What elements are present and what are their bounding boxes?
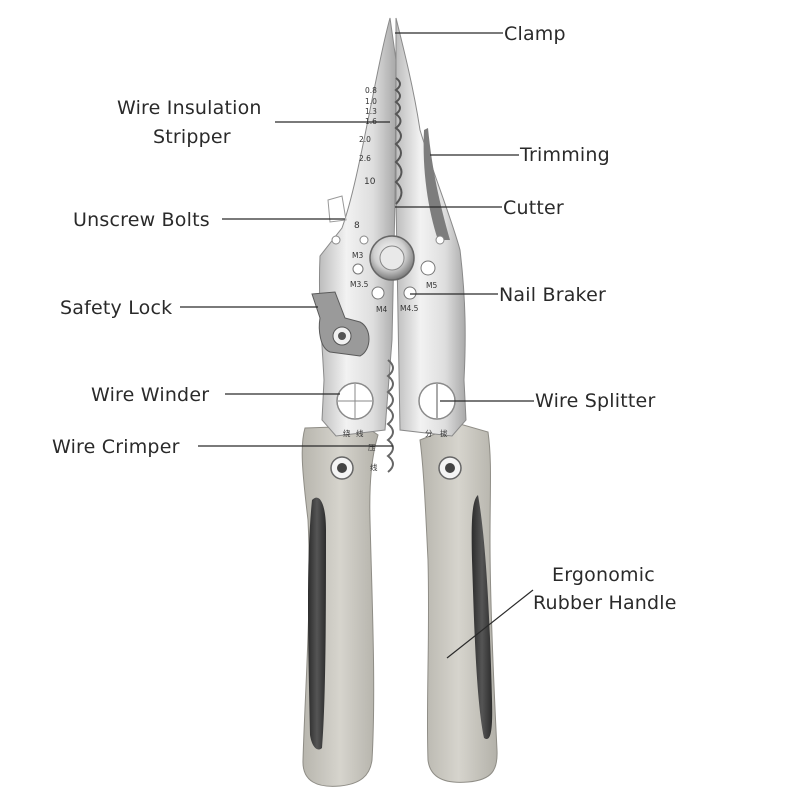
label-m5: M5 (426, 281, 437, 290)
crimper-notches (386, 359, 394, 473)
cjk-wind-2: 线 (356, 428, 364, 438)
label-m3: M3 (352, 251, 363, 260)
nail-hole-m3 (352, 263, 364, 275)
right-handle-grip (471, 495, 493, 740)
label-trimming: Trimming (519, 144, 610, 166)
label-unscrew-bolts: Unscrew Bolts (73, 209, 210, 231)
callout-labels: Clamp Wire Insulation Stripper Trimming … (52, 23, 677, 614)
stripping-notches (394, 77, 403, 205)
steel-head (318, 17, 467, 473)
cjk-split-2: 拔 (440, 428, 448, 438)
handles (301, 423, 498, 787)
nail-hole-m35 (371, 286, 385, 300)
label-cutter: Cutter (503, 197, 564, 219)
left-handle-grip (308, 497, 326, 750)
label-m4-5: M4.5 (400, 304, 419, 313)
label-rubber-handle: Rubber Handle (533, 592, 677, 614)
tool-markings: 0.8 1.0 1.3 1.6 2.0 2.6 10 8 M3 M3.5 M4 … (343, 86, 448, 472)
gauge-10: 10 (364, 177, 376, 187)
hex-size-8: 8 (354, 221, 360, 231)
label-wire-splitter: Wire Splitter (535, 390, 655, 412)
cjk-line: 线 (370, 462, 378, 472)
cjk-press: 压 (368, 443, 376, 452)
gauge-1-0: 1.0 (365, 97, 377, 106)
gauge-2-0: 2.0 (359, 135, 371, 144)
cjk-wind-1: 绕 (343, 428, 351, 438)
label-wire-winder: Wire Winder (91, 384, 209, 406)
label-stripper: Stripper (153, 126, 231, 148)
label-m3-5: M3.5 (350, 280, 369, 289)
label-safety-lock: Safety Lock (60, 297, 172, 319)
label-ergonomic: Ergonomic (552, 564, 655, 586)
trimming-blade (423, 128, 450, 240)
leader-lines (180, 32, 534, 659)
cjk-split-1: 分 (425, 429, 433, 438)
label-wire-crimper: Wire Crimper (52, 436, 180, 458)
gauge-2-6: 2.6 (359, 154, 371, 163)
nail-hole-m5 (420, 260, 436, 276)
label-m4: M4 (376, 305, 387, 314)
right-jaw (395, 17, 467, 437)
gauge-1-3: 1.3 (365, 107, 377, 116)
nail-hole-m4 (403, 286, 417, 300)
label-nail-braker: Nail Braker (499, 284, 606, 306)
safety-lock (311, 291, 370, 357)
label-clamp: Clamp (504, 23, 566, 45)
gauge-0-8: 0.8 (365, 86, 377, 95)
label-wire-insulation: Wire Insulation (117, 97, 262, 119)
